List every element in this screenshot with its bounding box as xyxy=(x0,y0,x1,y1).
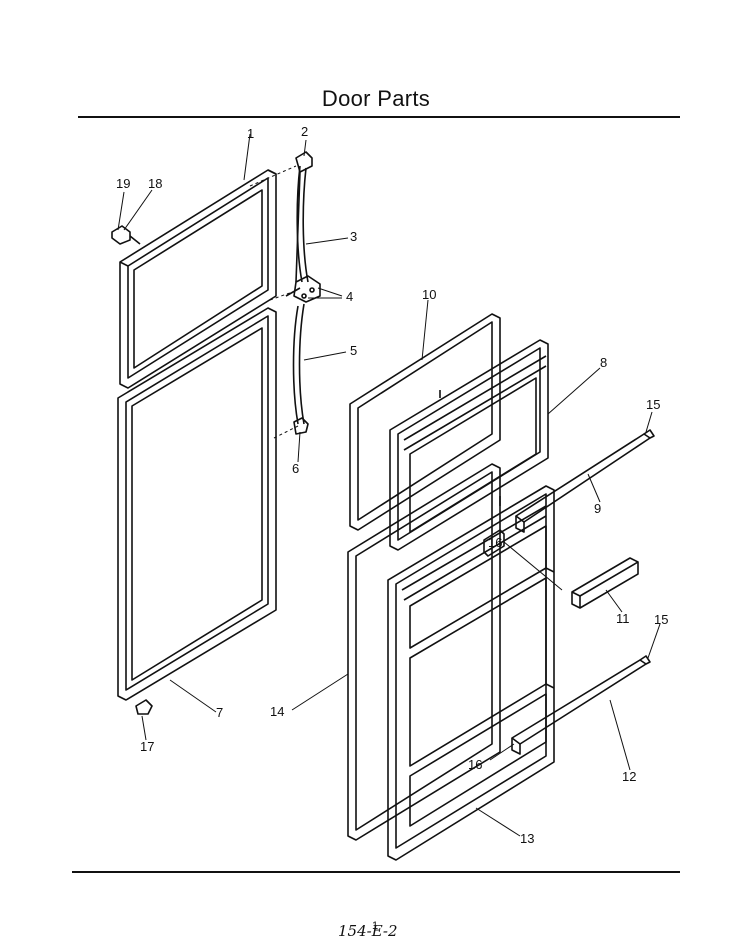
callout-14: 14 xyxy=(270,704,285,719)
freezer-inner-gasket xyxy=(349,313,501,531)
callout-13: 13 xyxy=(520,831,535,846)
footer-page-number: 1 xyxy=(372,920,379,932)
footer-code: 154-E-2 xyxy=(338,922,398,940)
callout-8: 8 xyxy=(600,355,608,370)
callout-3: 3 xyxy=(350,229,358,244)
callout-19: 19 xyxy=(116,176,131,191)
freezer-door-liner xyxy=(389,339,549,551)
callout-4: 4 xyxy=(346,289,354,304)
lower-hinge xyxy=(292,303,309,435)
callout-10: 10 xyxy=(422,287,437,302)
freezer-door-gasket xyxy=(119,169,277,389)
top-hinge xyxy=(295,151,313,283)
top-pivot-bracket xyxy=(111,225,141,245)
callout-1: 1 xyxy=(247,126,255,141)
callout-16-top: 16 xyxy=(488,535,503,550)
callout-6: 6 xyxy=(292,461,300,476)
callout-5: 5 xyxy=(350,343,358,358)
callout-9: 9 xyxy=(594,501,602,516)
hinge-guide-lines xyxy=(249,165,299,439)
callout-18: 18 xyxy=(148,176,163,191)
callout-7: 7 xyxy=(216,705,224,720)
fresh-food-inner-gasket xyxy=(347,463,501,841)
callout-11: 11 xyxy=(616,611,630,626)
door-shelf-11 xyxy=(571,557,639,609)
leader-lines xyxy=(117,133,661,837)
fresh-food-door-liner xyxy=(387,485,555,861)
top-rule xyxy=(78,116,680,118)
bottom-rule xyxy=(72,871,680,873)
callout-16-bottom: 16 xyxy=(468,757,483,772)
callout-17: 17 xyxy=(140,739,155,754)
callout-2: 2 xyxy=(301,124,309,139)
callout-15-bottom: 15 xyxy=(654,612,669,627)
shelf-end-caps xyxy=(483,529,505,557)
page-title: Door Parts xyxy=(321,86,431,111)
door-shelf-12 xyxy=(511,655,651,755)
callout-12: 12 xyxy=(622,769,637,784)
bottom-pivot xyxy=(135,699,153,715)
callout-15-top: 15 xyxy=(646,397,661,412)
fresh-food-door-gasket xyxy=(117,307,277,701)
